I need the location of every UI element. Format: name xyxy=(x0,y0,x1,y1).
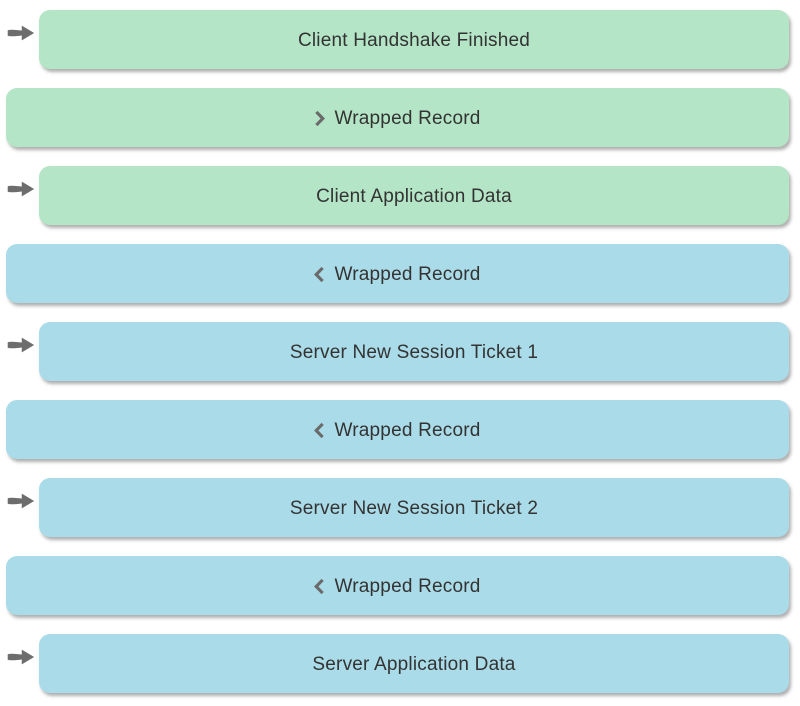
sent-arrow-icon xyxy=(7,493,35,509)
message-row-client-handshake-finished: Client Handshake Finished xyxy=(0,10,789,69)
record-label: Client Handshake Finished xyxy=(297,30,531,51)
sent-arrow-icon xyxy=(7,25,35,41)
message-row-wrapped-record-server-1: Wrapped Record xyxy=(0,244,789,303)
record-box[interactable]: Client Handshake Finished xyxy=(39,10,789,69)
chevron-left-icon xyxy=(314,266,325,282)
record-label: Wrapped Record xyxy=(314,261,480,286)
record-box[interactable]: Server Application Data xyxy=(39,634,789,693)
record-label-text: Wrapped Record xyxy=(334,576,481,597)
record-label-text: Wrapped Record xyxy=(334,264,481,285)
record-box[interactable]: Wrapped Record xyxy=(6,244,789,303)
record-label: Server New Session Ticket 2 xyxy=(289,498,539,519)
record-box[interactable]: Client Application Data xyxy=(39,166,789,225)
record-box[interactable]: Wrapped Record xyxy=(6,88,789,147)
record-label: Wrapped Record xyxy=(314,105,480,130)
record-box[interactable]: Wrapped Record xyxy=(6,556,789,615)
record-box[interactable]: Server New Session Ticket 1 xyxy=(39,322,789,381)
message-row-wrapped-record-server-3: Wrapped Record xyxy=(0,556,789,615)
record-label-text: Wrapped Record xyxy=(334,108,481,129)
message-row-wrapped-record-server-2: Wrapped Record xyxy=(0,400,789,459)
chevron-right-icon xyxy=(315,110,326,126)
record-label: Client Application Data xyxy=(316,186,512,207)
record-label: Wrapped Record xyxy=(314,417,480,442)
message-row-client-application-data: Client Application Data xyxy=(0,166,789,225)
record-label: Server Application Data xyxy=(312,654,516,675)
record-label: Server New Session Ticket 1 xyxy=(289,342,539,363)
chevron-left-icon xyxy=(314,422,325,438)
message-row-server-application-data: Server Application Data xyxy=(0,634,789,693)
message-row-server-new-session-ticket-1: Server New Session Ticket 1 xyxy=(0,322,789,381)
message-row-server-new-session-ticket-2: Server New Session Ticket 2 xyxy=(0,478,789,537)
chevron-left-icon xyxy=(314,578,325,594)
record-box[interactable]: Server New Session Ticket 2 xyxy=(39,478,789,537)
sent-arrow-icon xyxy=(7,337,35,353)
sent-arrow-icon xyxy=(7,181,35,197)
record-box[interactable]: Wrapped Record xyxy=(6,400,789,459)
sent-arrow-icon xyxy=(7,649,35,665)
message-row-wrapped-record-client: Wrapped Record xyxy=(0,88,789,147)
record-label: Wrapped Record xyxy=(314,573,480,598)
record-label-text: Wrapped Record xyxy=(334,420,481,441)
